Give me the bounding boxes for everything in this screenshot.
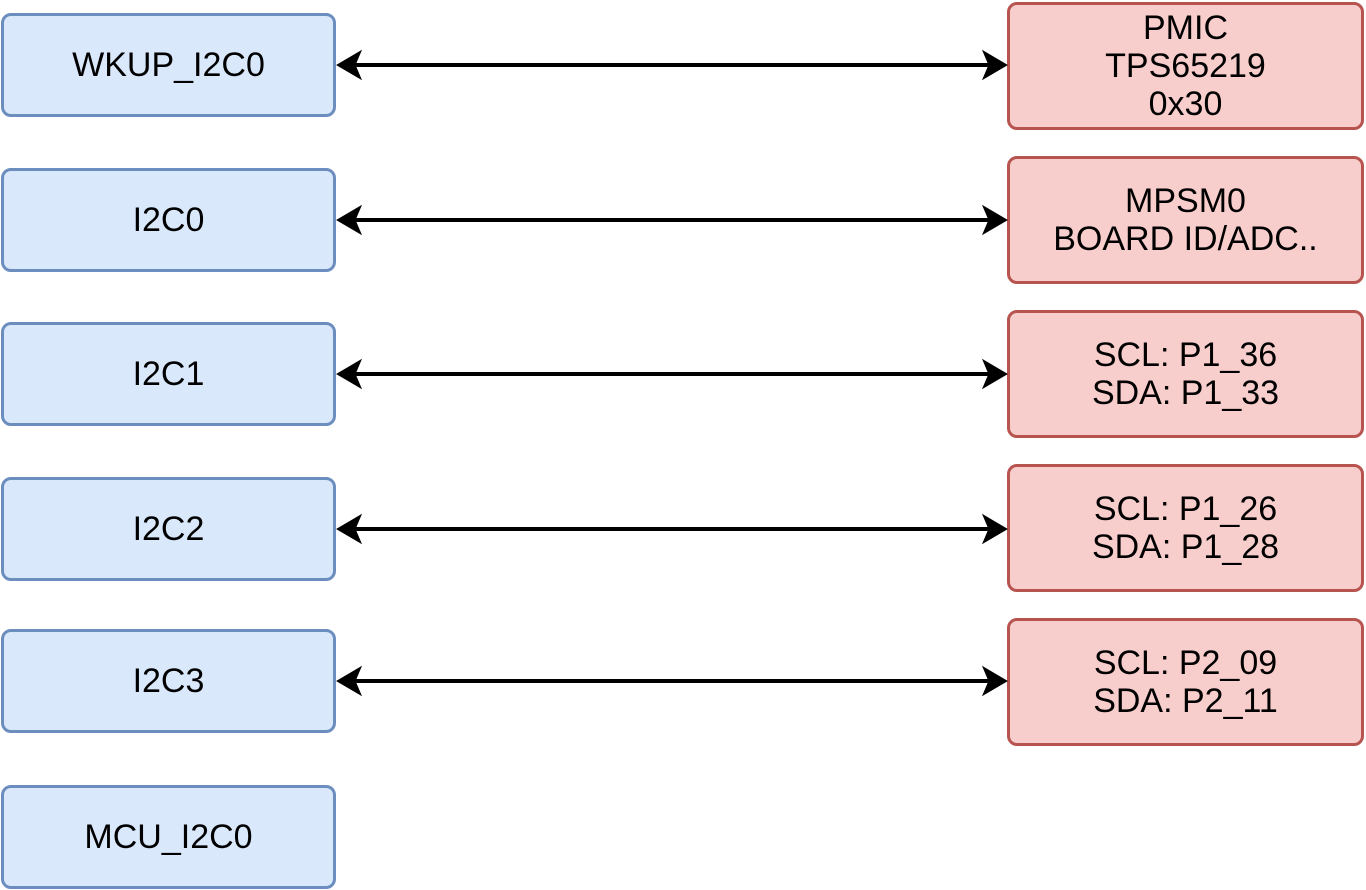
arrowhead-right-icon — [981, 513, 1008, 545]
node-wkup-i2c0: WKUP_I2C0 — [1, 13, 336, 117]
node-label: WKUP_I2C0 — [72, 46, 265, 84]
arrow-wkup-i2c0-pmic — [336, 49, 1008, 81]
node-label: PMIC — [1143, 9, 1228, 47]
arrowhead-left-icon — [336, 665, 363, 697]
arrowhead-right-icon — [981, 358, 1008, 390]
node-label: I2C0 — [132, 201, 205, 239]
node-label: SCL: P1_26 — [1093, 490, 1278, 528]
arrow-i2c0-mpsm0 — [336, 204, 1008, 236]
node-label: I2C2 — [132, 510, 205, 548]
arrowhead-right-icon — [981, 204, 1008, 236]
arrowhead-left-icon — [336, 358, 363, 390]
arrow-i2c3-pins — [336, 665, 1008, 697]
node-i2c0: I2C0 — [1, 168, 336, 272]
node-i2c3: I2C3 — [1, 629, 336, 733]
node-label: SCL: P1_36 — [1093, 336, 1278, 374]
node-label: I2C3 — [132, 662, 205, 700]
node-label: I2C1 — [132, 355, 205, 393]
node-i2c1-pins: SCL: P1_36 SDA: P1_33 — [1007, 310, 1364, 438]
node-label: SDA: P2_11 — [1093, 682, 1278, 720]
arrow-i2c2-pins — [336, 513, 1008, 545]
node-label: MCU_I2C0 — [84, 818, 253, 856]
node-label: MPSM0 — [1125, 182, 1246, 220]
node-mpsm0-board-id: MPSM0 BOARD ID/ADC.. — [1007, 156, 1364, 284]
node-label: 0x30 — [1148, 85, 1223, 123]
node-i2c2-pins: SCL: P1_26 SDA: P1_28 — [1007, 464, 1364, 592]
node-pmic: PMIC TPS65219 0x30 — [1007, 2, 1364, 130]
node-i2c2: I2C2 — [1, 477, 336, 581]
node-label: BOARD ID/ADC.. — [1053, 220, 1318, 258]
node-label: SCL: P2_09 — [1093, 644, 1278, 682]
node-mcu-i2c0: MCU_I2C0 — [1, 785, 336, 889]
node-label: SDA: P1_28 — [1091, 528, 1280, 566]
arrow-i2c1-pins — [336, 358, 1008, 390]
node-i2c3-pins: SCL: P2_09 SDA: P2_11 — [1007, 618, 1364, 746]
arrowhead-left-icon — [336, 204, 363, 236]
arrowhead-left-icon — [336, 49, 363, 81]
arrowhead-right-icon — [981, 665, 1008, 697]
arrowhead-right-icon — [981, 49, 1008, 81]
node-label: SDA: P1_33 — [1091, 374, 1280, 412]
node-label: TPS65219 — [1105, 47, 1266, 85]
node-i2c1: I2C1 — [1, 322, 336, 426]
arrowhead-left-icon — [336, 513, 363, 545]
